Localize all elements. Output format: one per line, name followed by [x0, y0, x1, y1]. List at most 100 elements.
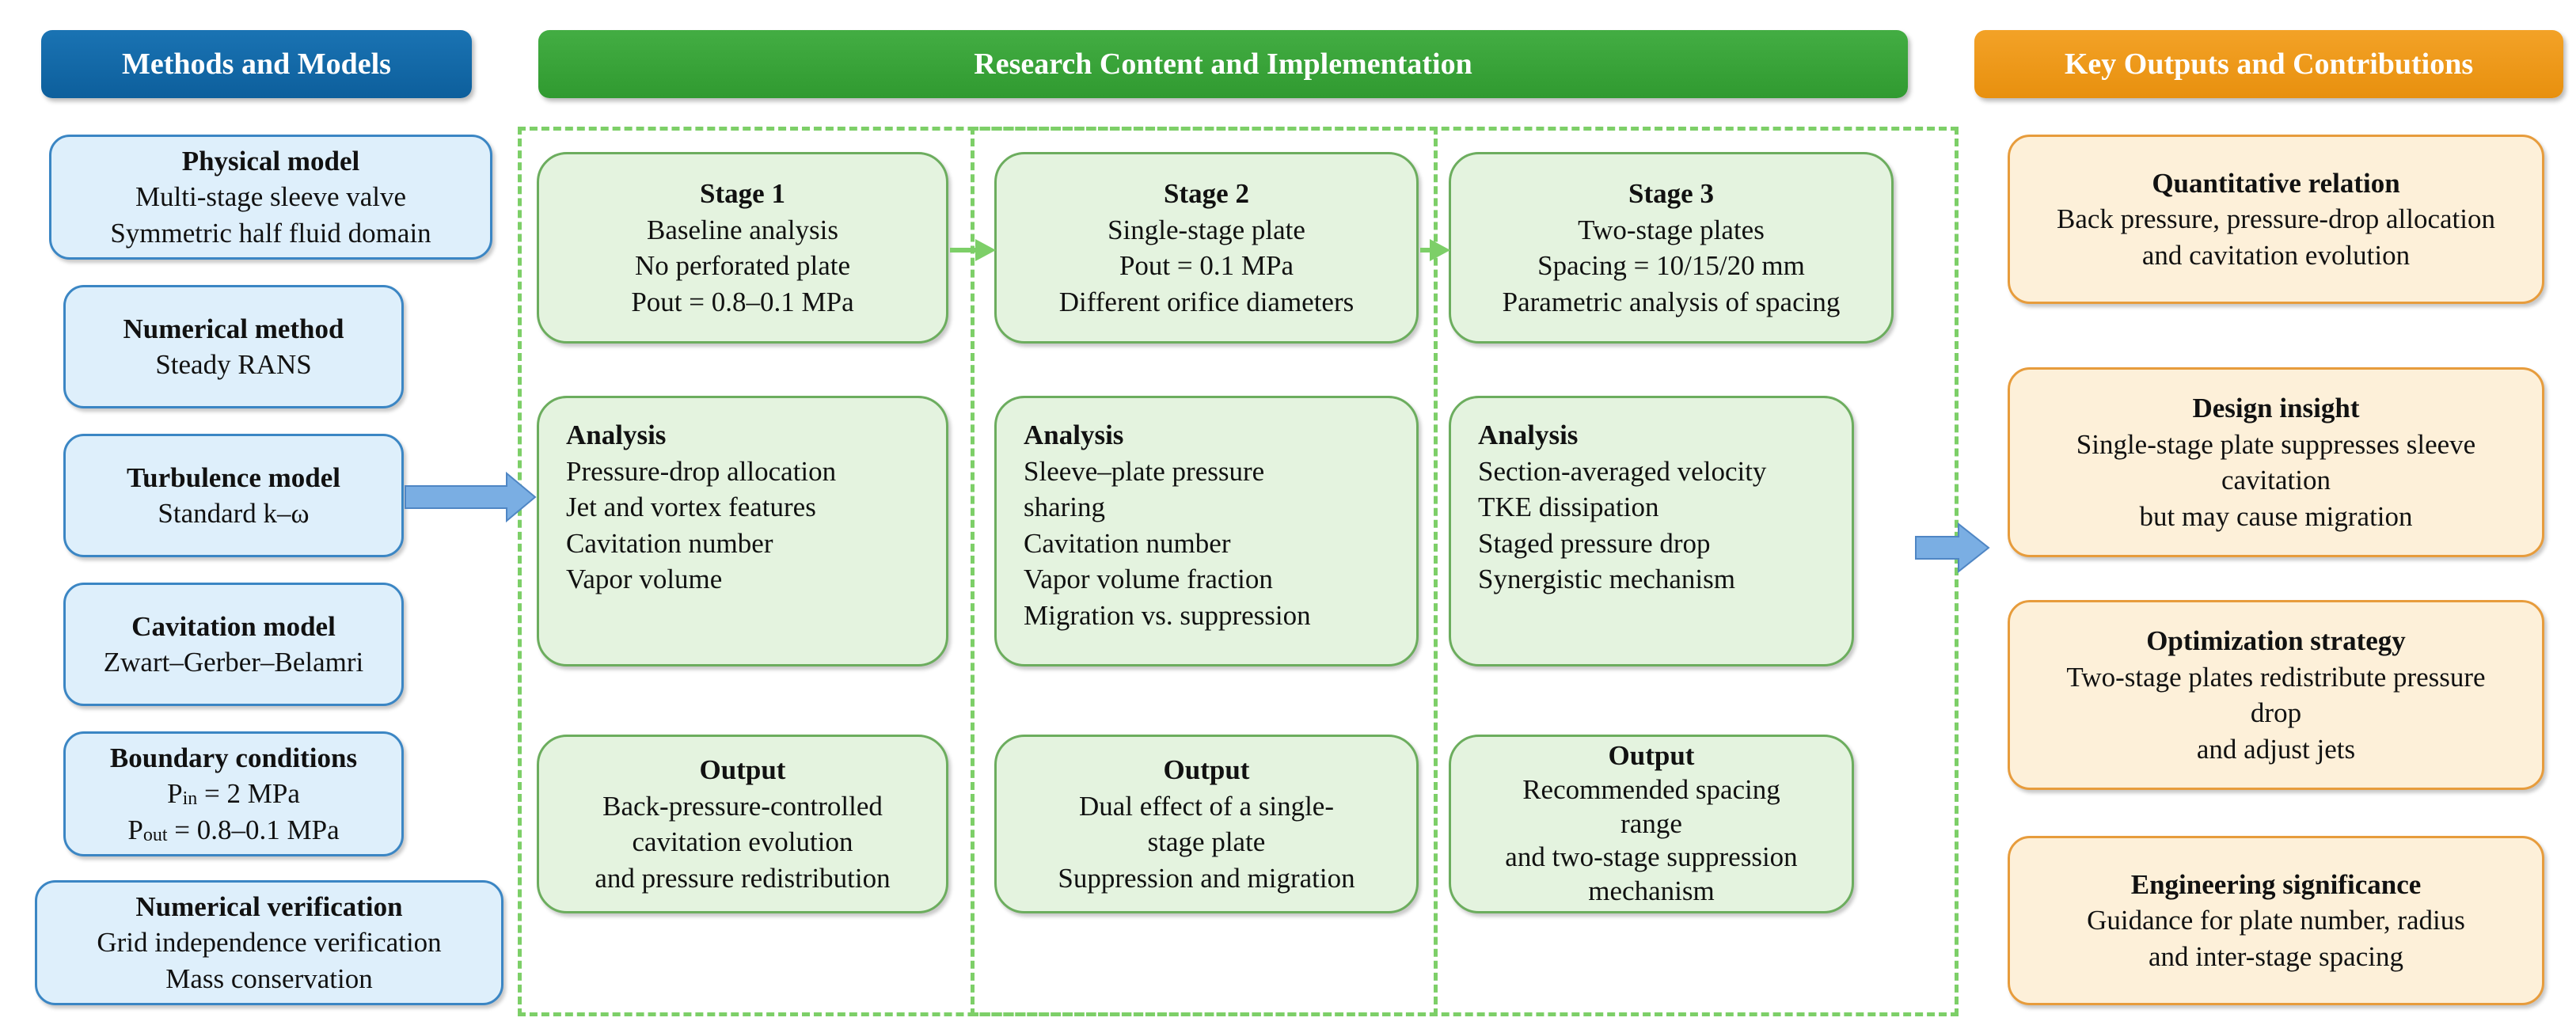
stage-line: Parametric analysis of spacing [1502, 286, 1841, 317]
header-outputs: Key Outputs and Contributions [1974, 30, 2563, 98]
method-line: Mass conservation [165, 963, 373, 994]
output-card-line: Two-stage plates redistribute pressure [2066, 661, 2486, 693]
analysis-line: Section-averaged velocity [1478, 455, 1767, 487]
stage-title: Stage 1 [700, 178, 785, 209]
method-line-pin: Pin = 2 MPa [167, 776, 300, 812]
output-line: Suppression and migration [1058, 862, 1355, 894]
stage-line: Two-stage plates [1578, 214, 1765, 245]
output-card-line: Back pressure, pressure-drop allocation [2057, 203, 2495, 235]
method-physical-model: Physical model Multi-stage sleeve valve … [49, 135, 492, 260]
output-title: Output [699, 754, 786, 785]
method-title: Boundary conditions [109, 742, 358, 773]
analysis-line: Jet and vortex features [566, 492, 816, 522]
analysis-title: Analysis [566, 420, 667, 450]
method-line-pout: Pout = 0.8–0.1 MPa [127, 812, 339, 849]
output-title: Output [1608, 740, 1695, 772]
stage-title: Stage 3 [1628, 178, 1714, 209]
method-turbulence-model: Turbulence model Standard k–ω [63, 434, 404, 557]
analysis-title: Analysis [1478, 420, 1579, 450]
arrow-methods-to-research [405, 471, 537, 523]
output-line: cavitation evolution [632, 826, 853, 857]
stage2-analysis-box: Analysis Sleeve–plate pressure sharing C… [994, 396, 1419, 666]
method-line: Grid independence verification [97, 927, 442, 959]
p-subscript: out [142, 824, 168, 845]
method-title: Cavitation model [131, 610, 336, 642]
stage-line: Pout = 0.8–0.1 MPa [631, 286, 854, 317]
output-card-line: cavitation [2221, 465, 2331, 496]
arrowhead-stage1-to-stage2 [975, 239, 996, 261]
method-line: Symmetric half fluid domain [110, 217, 431, 249]
method-line: Steady RANS [155, 349, 312, 380]
header-research: Research Content and Implementation [538, 30, 1908, 98]
stage2-box: Stage 2 Single-stage plate Pout = 0.1 MP… [994, 152, 1419, 344]
output-card-title: Optimization strategy [2146, 625, 2406, 656]
output-card-line: drop [2250, 697, 2302, 728]
analysis-line: Cavitation number [566, 527, 773, 559]
arrowhead-stage2-to-stage3 [1430, 239, 1450, 261]
output-quantitative-relation: Quantitative relation Back pressure, pre… [2008, 135, 2544, 304]
output-card-line: Guidance for plate number, radius [2087, 905, 2465, 936]
analysis-line: TKE dissipation [1478, 492, 1659, 522]
output-card-line: and inter-stage spacing [2149, 940, 2403, 972]
header-research-label: Research Content and Implementation [974, 47, 1472, 81]
output-card-line: and cavitation evolution [2141, 239, 2411, 271]
stage3-analysis-box: Analysis Section-averaged velocity TKE d… [1449, 396, 1854, 666]
analysis-line: Synergistic mechanism [1478, 564, 1735, 594]
output-line: and two-stage suppression [1505, 841, 1798, 873]
output-title: Output [1163, 754, 1250, 785]
stage-line: Different orifice diameters [1058, 286, 1354, 317]
p-symbol: P [127, 814, 143, 845]
output-card-line: and adjust jets [2196, 733, 2356, 765]
output-line: stage plate [1147, 826, 1266, 857]
analysis-line: Staged pressure drop [1478, 527, 1711, 559]
analysis-line: Vapor volume [566, 564, 723, 594]
p-subscript: in [182, 788, 198, 810]
method-boundary-conditions: Boundary conditions Pin = 2 MPa Pout = 0… [63, 731, 404, 856]
stage-line: Baseline analysis [646, 214, 839, 245]
stage3-box: Stage 3 Two-stage plates Spacing = 10/15… [1449, 152, 1894, 344]
analysis-line: Migration vs. suppression [1024, 599, 1311, 631]
stage1-output-box: Output Back-pressure-controlled cavitati… [537, 735, 948, 913]
header-outputs-label: Key Outputs and Contributions [2064, 47, 2474, 81]
analysis-line: Sleeve–plate pressure [1024, 455, 1265, 487]
method-numerical-verification: Numerical verification Grid independence… [35, 880, 503, 1005]
output-design-insight: Design insight Single-stage plate suppre… [2008, 367, 2544, 557]
output-card-line: Single-stage plate suppresses sleeve [2076, 428, 2476, 460]
output-card-line: but may cause migration [2139, 500, 2413, 532]
analysis-title: Analysis [1024, 420, 1124, 450]
method-title: Turbulence model [127, 461, 340, 493]
method-line: Standard k–ω [158, 498, 310, 529]
method-cavitation-model: Cavitation model Zwart–Gerber–Belamri [63, 583, 404, 706]
method-line: Zwart–Gerber–Belamri [103, 647, 364, 678]
p-value: = 0.8–0.1 MPa [167, 814, 340, 845]
method-line: Multi-stage sleeve valve [135, 181, 407, 213]
analysis-line: Pressure-drop allocation [566, 455, 837, 487]
method-title: Numerical method [123, 313, 344, 344]
stage-line: Spacing = 10/15/20 mm [1537, 250, 1805, 281]
stage1-box: Stage 1 Baseline analysis No perforated … [537, 152, 948, 344]
arrow-research-to-outputs [1915, 522, 1990, 574]
output-engineering-significance: Engineering significance Guidance for pl… [2008, 836, 2544, 1005]
stage3-output-box: Output Recommended spacing range and two… [1449, 735, 1854, 913]
output-line: mechanism [1588, 875, 1715, 907]
method-numerical-method: Numerical method Steady RANS [63, 285, 404, 408]
analysis-line: Vapor volume fraction [1024, 564, 1273, 594]
output-line: Recommended spacing [1522, 773, 1780, 805]
output-line: range [1620, 807, 1682, 839]
header-methods-label: Methods and Models [122, 47, 391, 81]
output-card-title: Quantitative relation [2152, 167, 2400, 199]
stage2-output-box: Output Dual effect of a single- stage pl… [994, 735, 1419, 913]
output-optimization-strategy: Optimization strategy Two-stage plates r… [2008, 600, 2544, 790]
output-line: Dual effect of a single- [1079, 790, 1334, 822]
analysis-line: sharing [1024, 492, 1106, 522]
stage-line: Single-stage plate [1108, 214, 1305, 245]
output-card-title: Design insight [2192, 393, 2360, 423]
output-card-title: Engineering significance [2130, 868, 2422, 900]
stage2-dashed-frame [971, 127, 1438, 1016]
stage-line: No perforated plate [634, 250, 851, 281]
output-line: and pressure redistribution [595, 862, 891, 894]
p-symbol: P [167, 778, 183, 810]
stage-line: Pout = 0.1 MPa [1119, 250, 1294, 281]
method-title: Numerical verification [135, 890, 403, 922]
